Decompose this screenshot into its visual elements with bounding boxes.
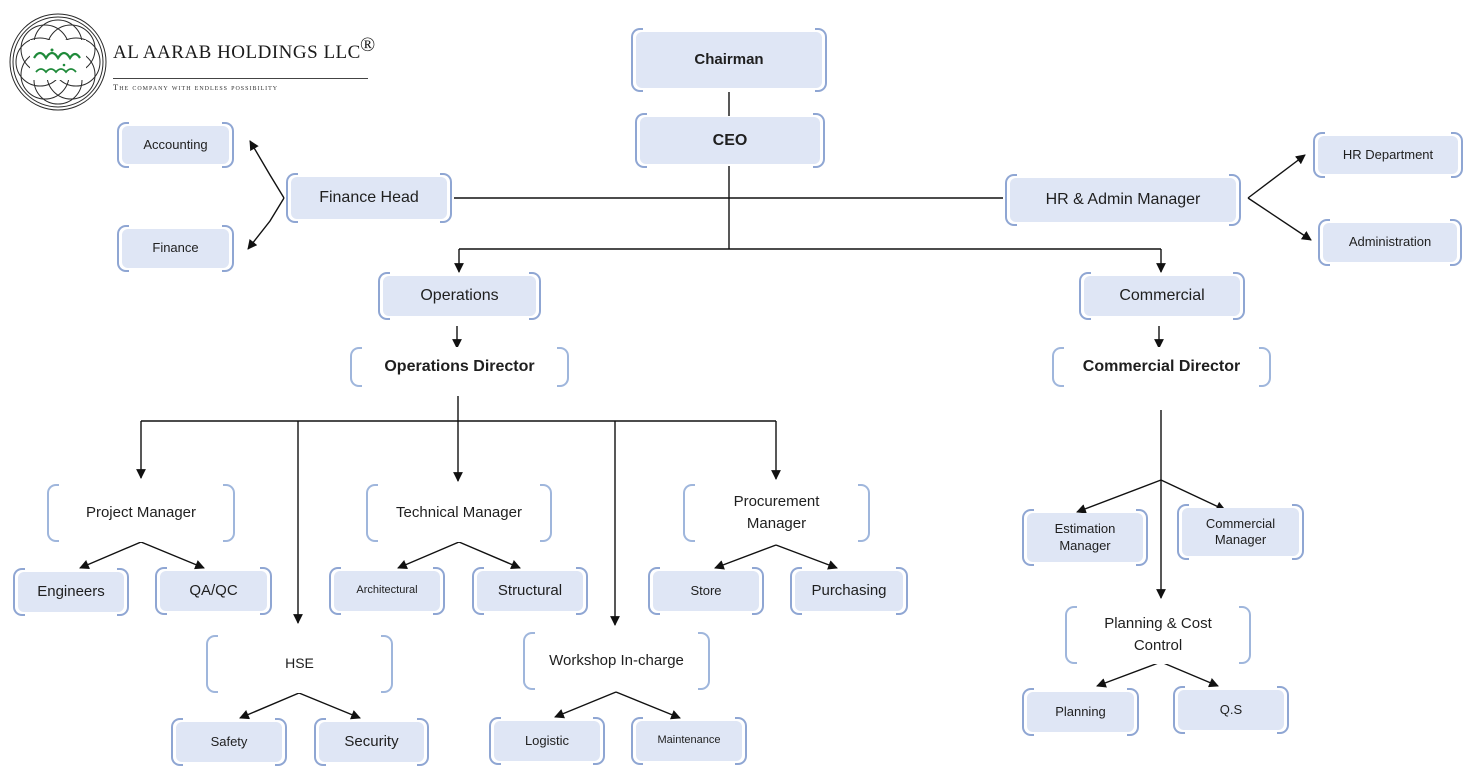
arrow-logistic — [554, 691, 617, 719]
registered-mark: ® — [360, 34, 376, 56]
engineers-box: Engineers — [13, 568, 129, 616]
arrow-qs — [1160, 661, 1219, 688]
commercial-manager-line-1: Commercial — [1205, 515, 1276, 531]
accounting-box: Accounting — [117, 122, 234, 168]
arrow-estimation-manager — [1076, 479, 1162, 514]
arrow-architectural — [397, 541, 460, 570]
logo-emblem-icon — [9, 13, 107, 111]
logo-tagline: The company with endless possibility — [113, 82, 279, 92]
technical-manager-label: Technical Manager — [396, 503, 522, 521]
arrow-safety — [239, 692, 300, 720]
administration-label: Administration — [1348, 234, 1432, 250]
commercial-box: Commercial — [1079, 272, 1245, 320]
project-manager-box: Project Manager — [47, 484, 235, 542]
finance-head-box: Finance Head — [286, 173, 452, 223]
qs-label: Q.S — [1219, 701, 1243, 717]
structural-label: Structural — [497, 581, 563, 599]
chairman-box: Chairman — [631, 28, 827, 92]
procurement-manager-line-2: Manager — [746, 514, 807, 532]
security-box: Security — [314, 718, 429, 766]
safety-box: Safety — [171, 718, 287, 766]
logistic-label: Logistic — [524, 732, 570, 748]
hr-admin-manager-label: HR & Admin Manager — [1045, 191, 1201, 208]
commercial-label: Commercial — [1119, 287, 1205, 304]
workshop-incharge-label: Workshop In-charge — [549, 651, 684, 669]
architectural-box: Architectural — [329, 567, 445, 615]
qaqc-label: QA/QC — [189, 581, 238, 599]
commercial-director-label: Commercial Director — [1082, 358, 1241, 375]
hr-department-label: HR Department — [1342, 146, 1434, 162]
arrow-engineers — [79, 541, 142, 570]
ceo-box: CEO — [635, 113, 825, 168]
hr-department-box: HR Department — [1313, 132, 1463, 178]
arrow-purchasing — [775, 544, 838, 570]
store-label: Store — [690, 582, 722, 598]
planning-box: Planning — [1022, 688, 1139, 736]
technical-manager-box: Technical Manager — [366, 484, 552, 542]
hr-admin-manager-box: HR & Admin Manager — [1005, 174, 1241, 226]
planning-cost-control-line-1: Planning & Cost — [1104, 614, 1212, 632]
company-logo: AL AARAB HOLDINGS LLC ® The company with… — [6, 10, 386, 114]
store-box: Store — [648, 567, 764, 615]
finance-label: Finance — [152, 240, 199, 256]
estimation-manager-line-2: Manager — [1059, 537, 1111, 553]
logo-company-name: AL AARAB HOLDINGS LLC — [113, 42, 361, 63]
qaqc-box: QA/QC — [155, 567, 272, 615]
maintenance-box: Maintenance — [631, 717, 747, 765]
qs-box: Q.S — [1173, 686, 1289, 734]
planning-label: Planning — [1055, 703, 1106, 719]
security-label: Security — [344, 732, 399, 750]
procurement-manager-line-1: Procurement — [733, 492, 820, 510]
engineers-label: Engineers — [37, 582, 105, 600]
finance-box: Finance — [117, 225, 234, 272]
commercial-director-box: Commercial Director — [1052, 347, 1271, 387]
operations-director-box: Operations Director — [350, 347, 569, 387]
maintenance-label: Maintenance — [657, 734, 721, 747]
arrow-qaqc — [140, 541, 205, 570]
arrow-commercial-manager — [1160, 479, 1226, 511]
ceo-label: CEO — [712, 131, 748, 149]
accounting-label: Accounting — [143, 136, 208, 152]
logistic-box: Logistic — [489, 717, 605, 765]
structural-box: Structural — [472, 567, 588, 615]
hse-box: HSE — [206, 635, 393, 693]
arrow-administration — [1247, 197, 1312, 241]
operations-director-label: Operations Director — [384, 358, 535, 375]
arrow-finance — [247, 197, 285, 250]
purchasing-label: Purchasing — [811, 581, 887, 599]
arrow-store — [714, 544, 777, 570]
operations-label: Operations — [420, 287, 499, 304]
operations-box: Operations — [378, 272, 541, 320]
arrow-hr-department — [1247, 154, 1306, 199]
safety-label: Safety — [210, 733, 248, 749]
commercial-manager-line-2: Manager — [1214, 532, 1267, 547]
arrow-security — [298, 692, 361, 720]
purchasing-box: Purchasing — [790, 567, 908, 615]
workshop-incharge-box: Workshop In-charge — [523, 632, 710, 690]
arrow-structural — [458, 541, 521, 570]
chairman-label: Chairman — [694, 50, 764, 68]
estimation-manager-line-1: Estimation — [1054, 521, 1116, 537]
arrow-accounting — [249, 140, 285, 199]
arrow-planning — [1096, 661, 1162, 688]
planning-cost-control-line-2: Control — [1133, 636, 1183, 654]
project-manager-label: Project Manager — [85, 503, 197, 521]
logo-rule — [113, 78, 368, 79]
administration-box: Administration — [1318, 219, 1462, 266]
architectural-label: Architectural — [356, 584, 418, 597]
arrow-maintenance — [615, 691, 681, 720]
finance-head-label: Finance Head — [319, 189, 419, 206]
hse-label: HSE — [285, 655, 314, 672]
